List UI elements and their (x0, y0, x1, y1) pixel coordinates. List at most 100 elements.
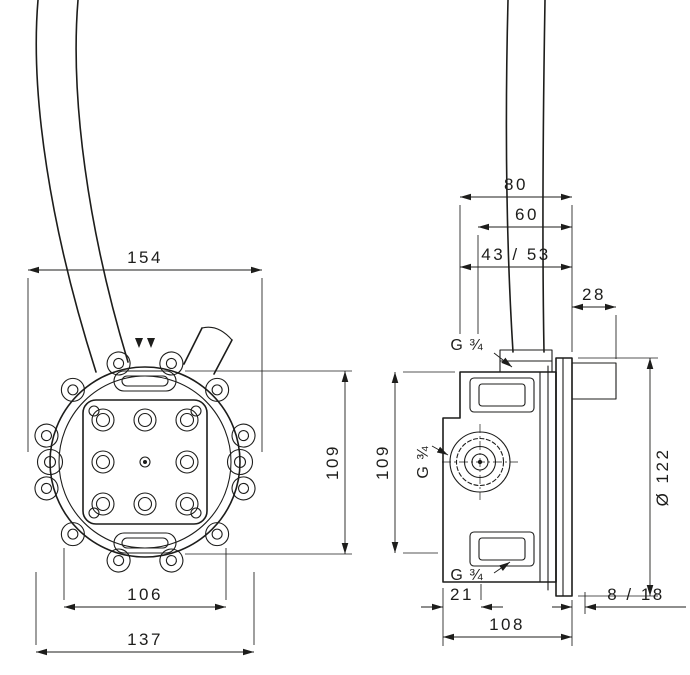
dimension-label: 109 (323, 444, 342, 480)
leader-line (493, 352, 513, 368)
dimension-label: 8 / 18 (607, 585, 665, 604)
slot-inner (121, 375, 169, 387)
dimension-body-depth: 108 (442, 588, 573, 646)
port-inner (233, 455, 247, 469)
corner-screw (190, 507, 202, 519)
corner-screw (88, 405, 100, 417)
dimension-label: 106 (127, 585, 163, 604)
ring-outer (49, 366, 241, 558)
boss-inner (478, 383, 526, 407)
supply-pipe-stub (183, 326, 233, 375)
side-port-face (442, 424, 518, 500)
function-block (82, 399, 208, 525)
alignment-triangle (147, 338, 155, 348)
slot-inner (121, 537, 169, 549)
leader-line (431, 445, 449, 456)
stub-edge (183, 327, 203, 365)
wall-flange (555, 357, 573, 597)
water-hole-inner (95, 454, 111, 470)
boss-outer (469, 377, 535, 413)
thread-label-top: G ¾ (450, 337, 483, 354)
water-hole (175, 492, 199, 516)
thread-label-side: G ¾ (415, 445, 432, 478)
dimension-cap-depth: 28 (572, 285, 617, 359)
dimension-label: 137 (127, 630, 163, 649)
corner-screw (88, 507, 100, 519)
dimension-install-depth: 43 / 53 (460, 245, 572, 271)
water-hole-inner (95, 412, 111, 428)
side-port-right (226, 448, 254, 476)
pipe-edge (75, 0, 129, 363)
port-circle (471, 453, 489, 471)
dimension-label: 154 (127, 248, 163, 267)
dimension-wall-distance: 8 / 18 (552, 585, 686, 614)
dimension-flange-width: 137 (35, 572, 255, 656)
dimension-label: 108 (489, 615, 525, 634)
alignment-marks (135, 338, 155, 348)
water-hole-inner (95, 496, 111, 512)
dimension-front-width: 154 (27, 248, 263, 452)
water-hole-inner (137, 412, 153, 428)
body-outline (442, 371, 557, 583)
water-hole-inner (179, 454, 195, 470)
slot-outer (113, 532, 177, 554)
dimension-label: 109 (373, 444, 392, 480)
water-hole (91, 450, 115, 474)
side-view: G ¾ G ¾ G ¾ 80 60 43 / 53 (373, 0, 686, 646)
water-hole (91, 408, 115, 432)
pipe-edge (542, 0, 546, 353)
stub-cut (201, 326, 233, 341)
water-hole-inner (137, 496, 153, 512)
water-hole-inner (179, 496, 195, 512)
dimension-label: 80 (504, 175, 528, 194)
top-port-boss (469, 377, 535, 413)
thread-labels: G ¾ G ¾ G ¾ (415, 337, 513, 584)
boss-inner (478, 537, 526, 561)
water-hole (175, 450, 199, 474)
dimension-label: 43 / 53 (481, 245, 551, 264)
water-ways (91, 408, 199, 516)
water-hole (133, 492, 157, 516)
center-mark (139, 456, 151, 468)
supply-pipe (35, 0, 129, 373)
block-outline (82, 399, 208, 525)
leader-line (493, 561, 511, 574)
port-circle (449, 431, 511, 493)
dimension-label: 28 (582, 285, 606, 304)
side-port-left (36, 448, 64, 476)
front-view: 154 109 106 137 (27, 0, 352, 656)
port-circle (463, 445, 497, 479)
dimension-hole-spacing: 106 (63, 548, 227, 611)
center-dot (143, 460, 147, 464)
bottom-port-boss (469, 531, 535, 567)
water-hole-inner (179, 412, 195, 428)
dimension-side-height: 109 (373, 371, 455, 554)
dimension-label: 60 (515, 205, 539, 224)
dimension-depth-mid: 60 (477, 205, 572, 334)
dimension-label: Ø 122 (653, 448, 672, 507)
bottom-slot (113, 532, 177, 554)
water-hole (91, 492, 115, 516)
thread-circle (455, 437, 505, 487)
corner-screw (190, 405, 202, 417)
port-outer (226, 448, 254, 476)
stub-edge (213, 339, 233, 375)
dimension-depth-total: 80 (459, 175, 573, 352)
water-hole (133, 408, 157, 432)
alignment-triangle (135, 338, 143, 348)
dimension-rear-offset: 21 (421, 584, 503, 611)
flange-outline (555, 357, 573, 597)
top-slot (113, 370, 177, 392)
port-inner (43, 455, 57, 469)
thread-label-bottom: G ¾ (450, 567, 483, 584)
pipe-edge (505, 0, 514, 353)
center-dot (477, 459, 483, 465)
dimension-label: 21 (450, 585, 474, 604)
port-outer (36, 448, 64, 476)
boss-outer (469, 531, 535, 567)
protection-cap (571, 362, 617, 400)
slot-outer (113, 370, 177, 392)
dimension-flange-diameter: Ø 122 (578, 357, 672, 597)
